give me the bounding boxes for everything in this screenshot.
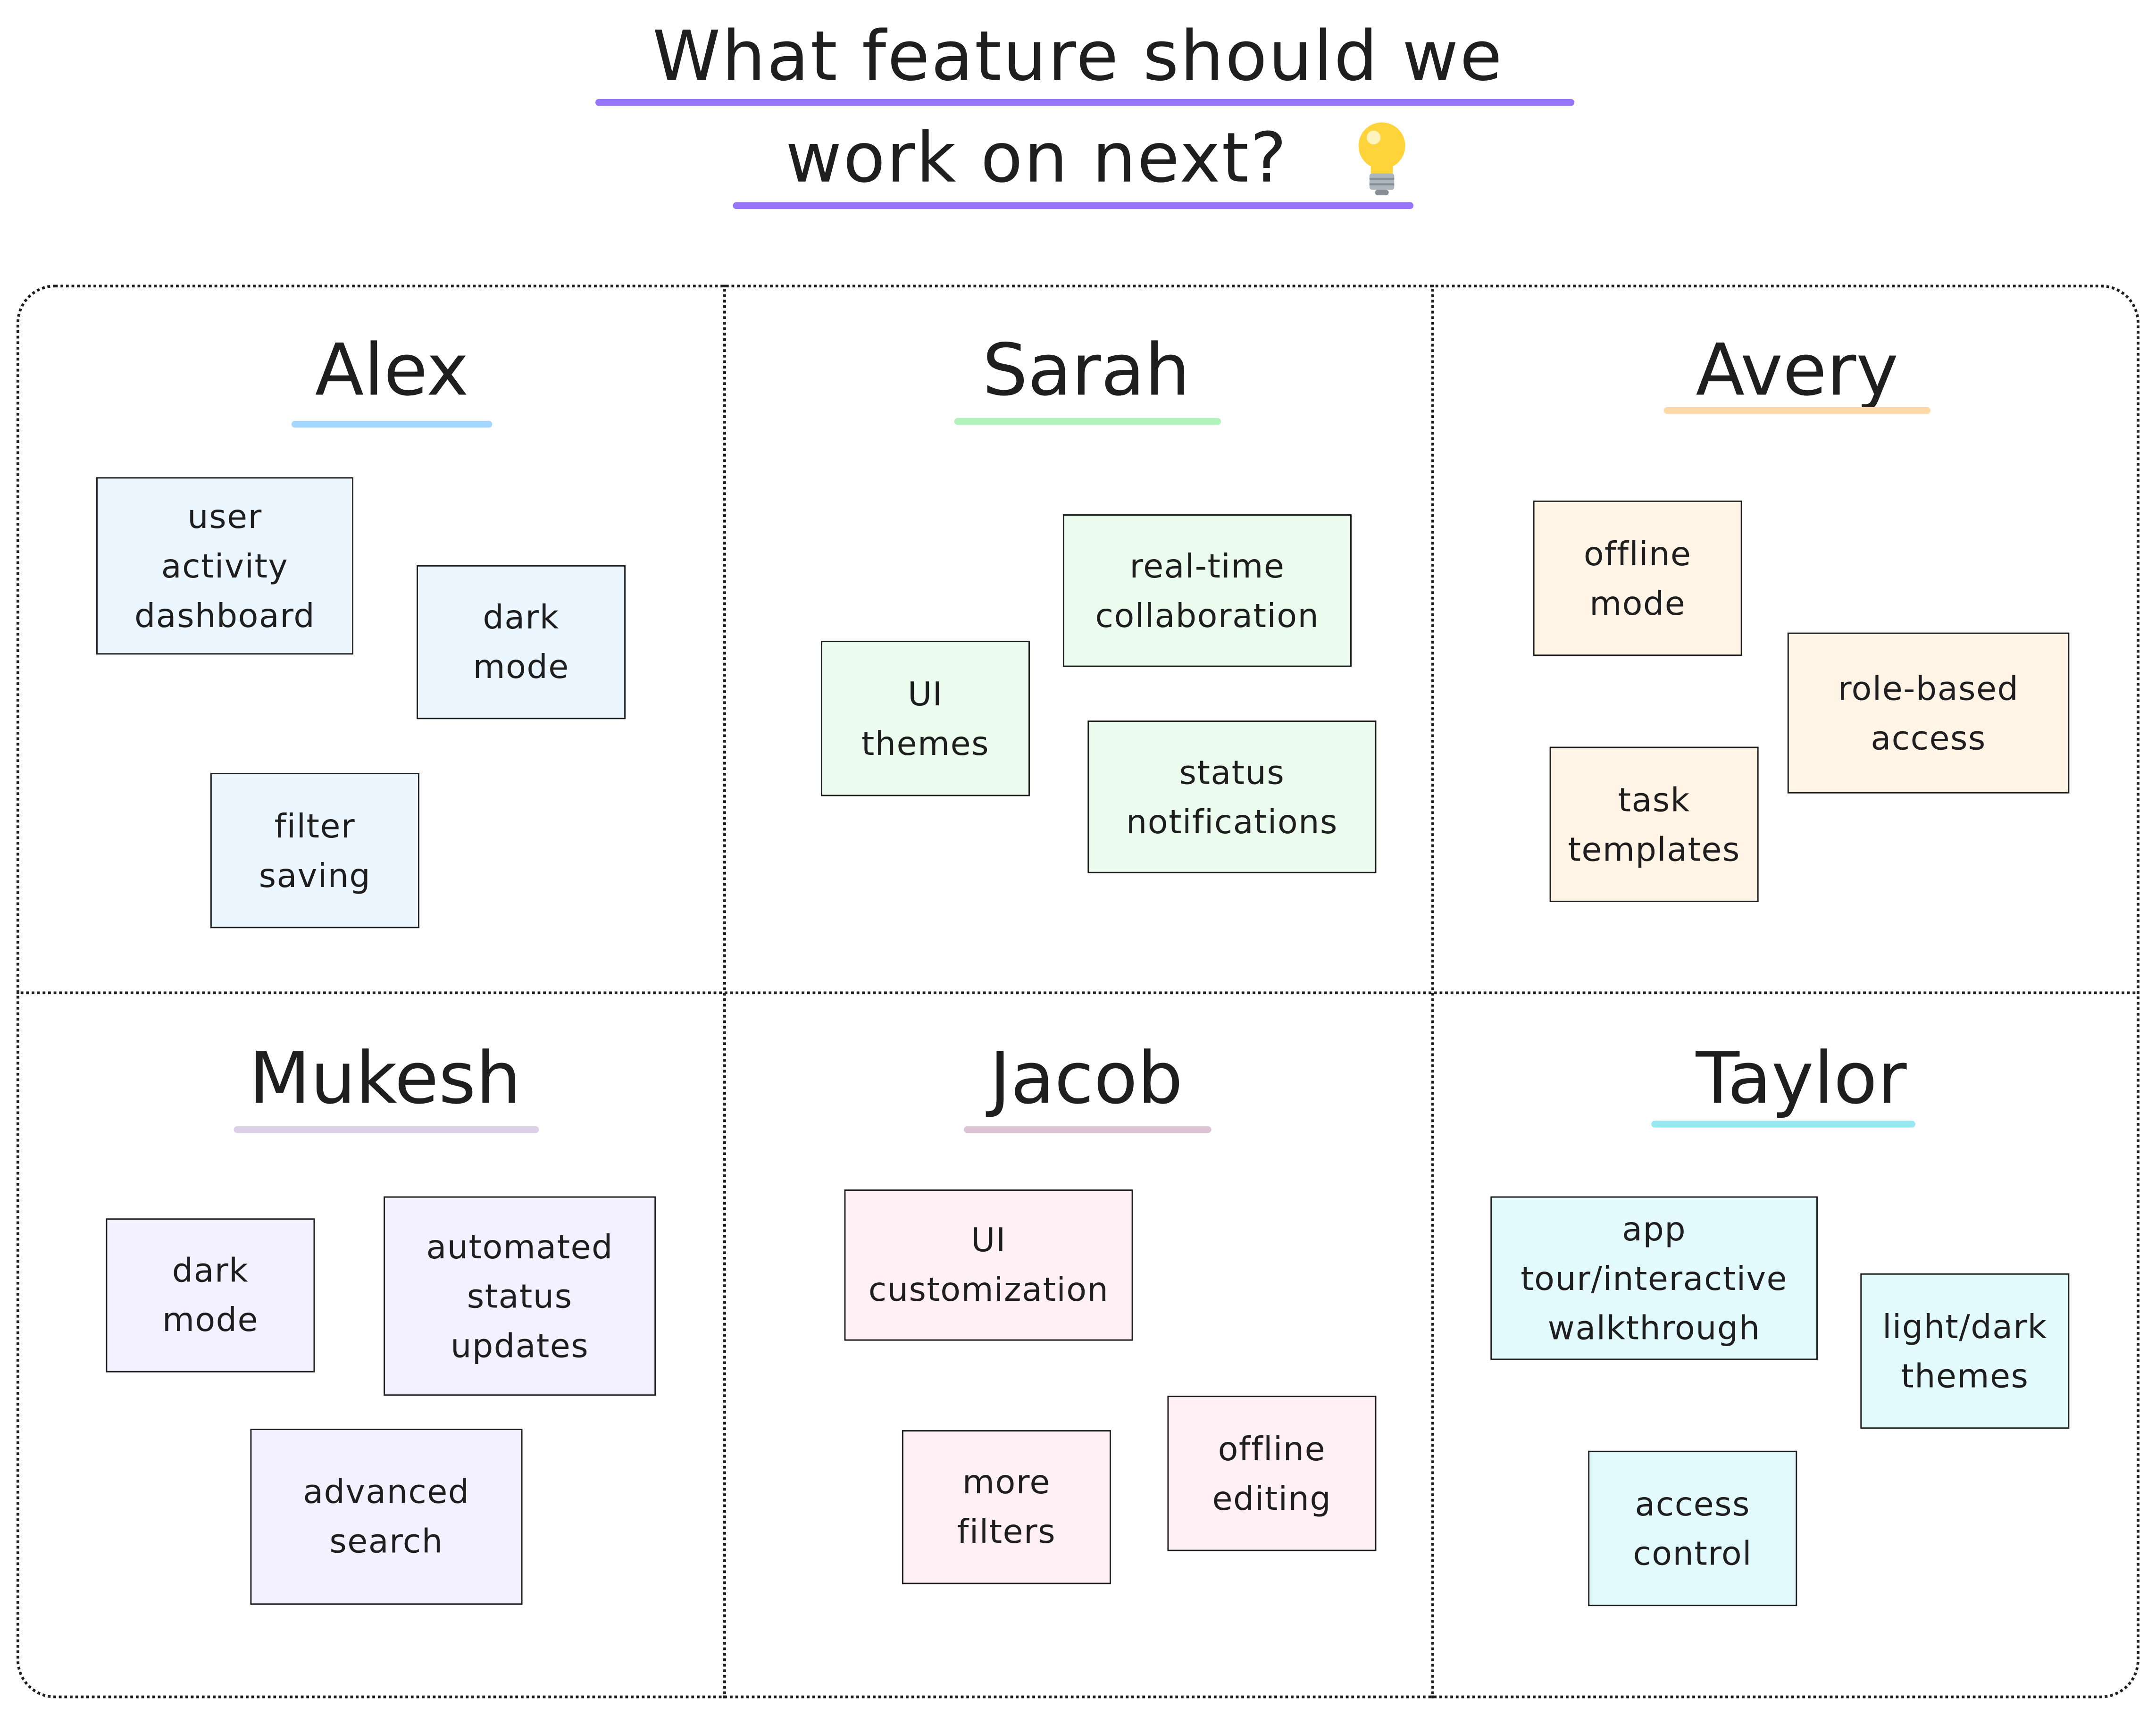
- sticky-note[interactable]: access control: [1588, 1450, 1797, 1607]
- row-divider: [16, 991, 2139, 995]
- sticky-note[interactable]: task templates: [1549, 746, 1759, 902]
- person-name-taylor: Taylor: [1696, 1038, 1907, 1121]
- title-underline-1: [595, 99, 1575, 106]
- name-underline: [234, 1126, 539, 1133]
- name-underline: [964, 1126, 1212, 1133]
- sticky-note[interactable]: status notifications: [1087, 720, 1377, 873]
- sticky-note[interactable]: offline editing: [1167, 1396, 1377, 1551]
- sticky-note[interactable]: UI customization: [844, 1189, 1133, 1341]
- sticky-note[interactable]: more filters: [902, 1430, 1111, 1584]
- person-name-avery: Avery: [1696, 330, 1899, 413]
- sticky-note[interactable]: app tour/interactive walkthrough: [1490, 1196, 1818, 1360]
- name-underline: [291, 420, 493, 428]
- title-line-2: work on next?: [786, 118, 1288, 198]
- sticky-note[interactable]: dark mode: [106, 1218, 315, 1373]
- title-line-1: What feature should we: [652, 16, 1504, 97]
- sticky-note[interactable]: filter saving: [210, 772, 419, 929]
- name-underline: [1651, 1121, 1915, 1128]
- sticky-note[interactable]: user activity dashboard: [96, 477, 354, 655]
- name-underline: [954, 418, 1221, 425]
- name-underline: [1663, 407, 1930, 414]
- person-name-mukesh: Mukesh: [249, 1038, 521, 1121]
- sticky-note[interactable]: role-based access: [1787, 632, 2070, 794]
- person-name-jacob: Jacob: [989, 1038, 1183, 1121]
- sticky-note[interactable]: automated status updates: [384, 1196, 656, 1396]
- person-name-sarah: Sarah: [982, 330, 1190, 413]
- lightbulb-icon: [1358, 122, 1405, 195]
- sticky-note[interactable]: real-time collaboration: [1062, 514, 1352, 667]
- sticky-note[interactable]: light/dark themes: [1860, 1273, 2070, 1429]
- person-name-alex: Alex: [315, 330, 469, 413]
- sticky-note[interactable]: advanced search: [250, 1429, 523, 1605]
- title-underline-2: [733, 202, 1414, 209]
- sticky-note[interactable]: dark mode: [417, 565, 626, 720]
- sticky-note[interactable]: UI themes: [820, 641, 1030, 796]
- sticky-note[interactable]: offline mode: [1533, 500, 1742, 656]
